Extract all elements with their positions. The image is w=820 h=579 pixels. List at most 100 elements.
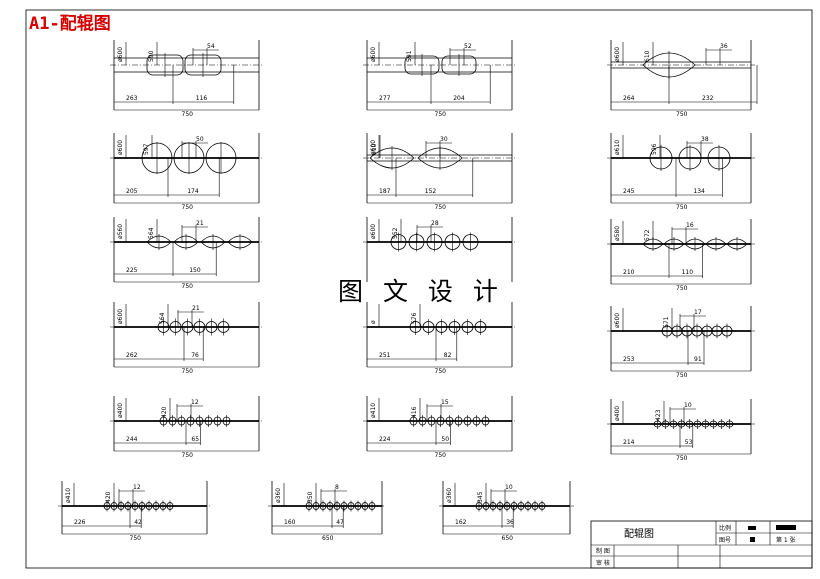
drawing-border	[25, 9, 813, 569]
pitch-label: 590	[148, 50, 155, 62]
page-label: 第 1 张	[776, 536, 796, 544]
groove-width-label: 15	[441, 399, 449, 406]
diameter-label: ø400	[117, 403, 124, 418]
groove-oval	[642, 52, 696, 78]
left-offset-label: 264	[623, 95, 635, 102]
total-length-label: 750	[435, 204, 447, 211]
diameter-label: ø600	[614, 47, 621, 62]
reviewer-label: 审 核	[596, 559, 610, 567]
groove-width-label: 8	[335, 484, 339, 491]
diameter-label: ø600	[117, 140, 124, 155]
total-length-label: 750	[182, 452, 194, 459]
left-offset-label: 214	[623, 439, 635, 446]
pitch-label: 572	[644, 229, 651, 241]
groove-oval	[146, 235, 172, 249]
groove-width-label: 10	[505, 484, 513, 491]
groove-width-label: 28	[431, 220, 439, 227]
groove-width-label: 12	[133, 484, 141, 491]
groove-oval	[663, 238, 685, 250]
groove-width-label: 52	[464, 43, 472, 50]
diameter-label: ø600	[370, 224, 377, 239]
left-offset-label: 253	[623, 356, 635, 363]
groove-oval	[417, 147, 463, 169]
total-length-label: 650	[322, 535, 334, 542]
drawing-name: 配辊图	[624, 527, 654, 540]
diameter-label: ø580	[614, 226, 621, 241]
total-length-label: 750	[435, 111, 447, 118]
mid-offset-label: 150	[189, 267, 201, 274]
left-offset-label: 225	[126, 267, 138, 274]
mid-offset-label: 91	[694, 356, 702, 363]
pitch-label: 596	[651, 143, 658, 155]
groove-oval	[705, 238, 727, 250]
diameter-label: ø400	[614, 406, 621, 421]
groove-width-label: 30	[440, 136, 448, 143]
diameter-label: ø600	[370, 47, 377, 62]
groove-width-label: 54	[207, 43, 215, 50]
sheet-no-value-block	[750, 537, 755, 542]
groove-width-label: 10	[684, 402, 692, 409]
diameter-label: ø	[370, 320, 377, 324]
left-offset-label: 160	[284, 519, 296, 526]
total-length-label: 750	[182, 204, 194, 211]
left-offset-label: 263	[126, 95, 138, 102]
groove-oval	[684, 238, 706, 250]
total-length-label: 750	[130, 535, 142, 542]
mid-offset-label: 36	[506, 519, 514, 526]
groove-oval	[369, 147, 415, 169]
groove-width-label: 38	[701, 136, 709, 143]
diameter-label: ø560	[117, 224, 124, 239]
pitch-label: 420	[161, 406, 168, 418]
scale-label: 比例	[719, 524, 731, 532]
mid-offset-label: 82	[444, 352, 452, 359]
pitch-label: 345	[477, 491, 484, 503]
material-value-block	[776, 525, 796, 530]
diameter-label: ø600	[614, 313, 621, 328]
sheet-title: A1-配辊图	[29, 13, 111, 34]
pitch-label: 420	[105, 491, 112, 503]
left-offset-label: 245	[623, 188, 635, 195]
pass-3: ø600 610 36 264 232 750	[607, 40, 758, 118]
mid-offset-label: 174	[187, 188, 199, 195]
mid-offset-label: 134	[693, 188, 705, 195]
pitch-label: 610	[644, 50, 651, 62]
groove-width-label: 16	[686, 222, 694, 229]
pitch-label: 610	[371, 143, 378, 155]
left-offset-label: 262	[126, 352, 138, 359]
mid-offset-label: 232	[702, 95, 714, 102]
total-length-label: 750	[435, 452, 447, 459]
total-length-label: 750	[182, 111, 194, 118]
groove-width-label: 12	[191, 399, 199, 406]
designer-label: 制 图	[596, 547, 610, 555]
scale-value-block	[748, 526, 756, 530]
diameter-label: ø410	[65, 488, 72, 503]
groove-width-label: 36	[720, 43, 728, 50]
pitch-label: 416	[411, 406, 418, 418]
diameter-label: ø600	[117, 47, 124, 62]
total-length-label: 750	[676, 455, 688, 462]
mid-offset-label: 76	[191, 352, 199, 359]
left-offset-label: 205	[126, 188, 138, 195]
total-length-label: 750	[182, 283, 194, 290]
title-block-frame	[590, 520, 813, 569]
mid-offset-label: 110	[682, 269, 694, 276]
groove-width-label: 21	[196, 220, 204, 227]
total-length-label: 750	[676, 111, 688, 118]
left-offset-label: 277	[379, 95, 391, 102]
mid-offset-label: 42	[134, 519, 142, 526]
groove-width-label: 50	[196, 136, 204, 143]
pitch-label: 571	[663, 316, 670, 328]
title-block: 配辊图 比例 图号 第 1 张 制 图 审 核	[590, 520, 813, 569]
pitch-label: 350	[307, 491, 314, 503]
